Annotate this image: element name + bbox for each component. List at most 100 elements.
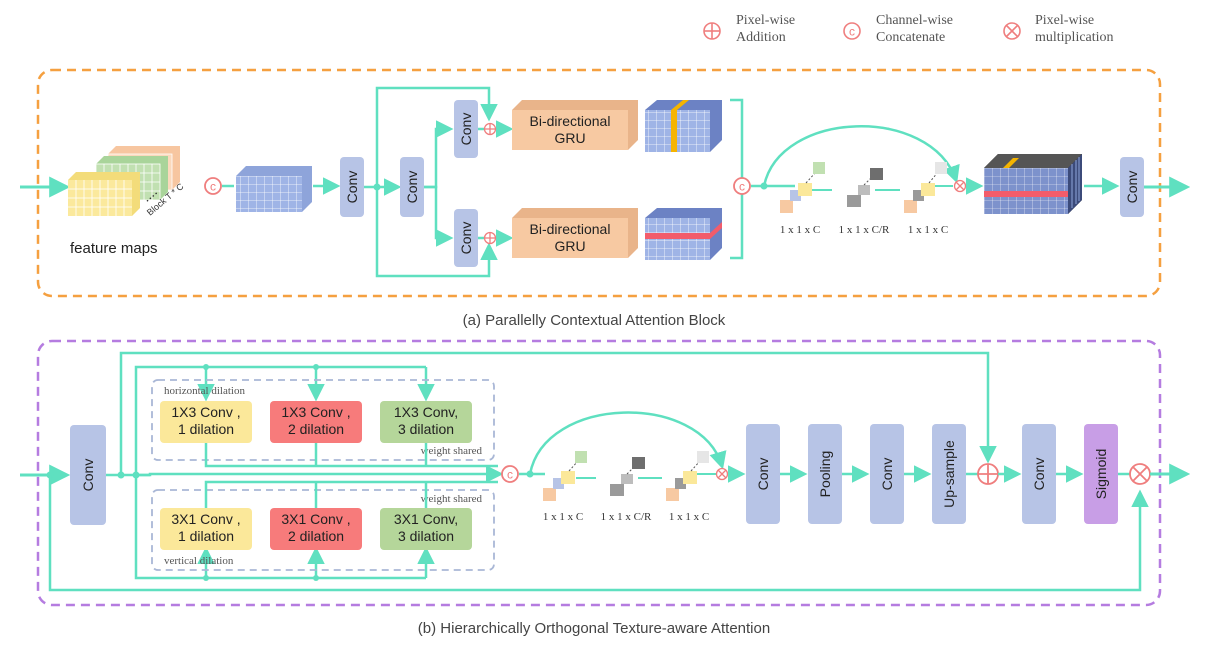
conv-a5 bbox=[1120, 157, 1144, 217]
weight-shared-top: weight shared bbox=[421, 445, 483, 457]
gru-bottom-label-line: GRU bbox=[554, 238, 585, 254]
sigmoid-label: Sigmoid bbox=[1093, 449, 1109, 500]
attention-output-tensor bbox=[984, 154, 1082, 214]
panel-a-caption: (a) Parallelly Contextual Attention Bloc… bbox=[463, 312, 726, 329]
se-b-dim-3: 1 x 1 x C bbox=[669, 511, 709, 523]
conv-a5-label: Conv bbox=[1124, 171, 1140, 204]
pooling-label: Pooling bbox=[817, 451, 833, 498]
concat-symbol-b: c bbox=[501, 465, 519, 483]
multiplication-symbol-b2 bbox=[1129, 463, 1151, 485]
legend-concatenate-label-line: Concatenate bbox=[876, 30, 945, 45]
conv-1x3-d1-label-line: 1X3 Conv , bbox=[171, 404, 240, 420]
concat-symbol-a2: c bbox=[733, 177, 751, 195]
conv-1x3-d3-label: 1X3 Conv,3 dilation bbox=[394, 404, 458, 437]
gru-bottom-label-line: Bi-directional bbox=[530, 221, 611, 237]
conv-3x1-d2-label-line: 3X1 Conv , bbox=[281, 511, 350, 527]
conv-1x3-d2-label-line: 1X3 Conv , bbox=[281, 404, 350, 420]
vertical-dilation-group bbox=[151, 489, 495, 571]
upsample-label: Up-sample bbox=[941, 440, 957, 508]
panel-b-caption: (b) Hierarchically Orthogonal Texture-aw… bbox=[418, 620, 770, 637]
conv-1x3-d3-label-line: 1X3 Conv, bbox=[394, 404, 458, 420]
gru-top-output-tensor bbox=[645, 100, 722, 152]
conv-a4 bbox=[454, 209, 478, 267]
conv-b3 bbox=[870, 424, 904, 524]
conv-a1-label: Conv bbox=[344, 171, 360, 204]
legend-concatenate-label-line: Channel-wise bbox=[876, 13, 953, 28]
upsample-block bbox=[932, 424, 966, 524]
conv-a2 bbox=[400, 157, 424, 217]
conv-1x3-d3-label-line: 3 dilation bbox=[398, 421, 454, 437]
concat-symbol-a2-letter: c bbox=[739, 180, 745, 194]
concat-symbol-letter: c bbox=[849, 25, 855, 39]
concatenate-symbol-icon: c bbox=[843, 22, 861, 40]
sigmoid-block bbox=[1084, 424, 1118, 524]
conv-3x1-d2-label: 3X1 Conv ,2 dilation bbox=[281, 511, 350, 544]
conv-b1 bbox=[70, 425, 106, 525]
conv-3x1-d3 bbox=[380, 508, 472, 550]
conv-1x3-d1 bbox=[160, 401, 252, 443]
conv-3x1-d1-label-line: 1 dilation bbox=[178, 528, 234, 544]
se-block-a bbox=[780, 162, 953, 213]
conv-a3 bbox=[454, 100, 478, 158]
vertical-dilation-label: vertical dilation bbox=[164, 555, 234, 567]
gru-top-label-line: GRU bbox=[554, 130, 585, 146]
conv-1x3-d1-label: 1X3 Conv ,1 dilation bbox=[171, 404, 240, 437]
conv-b4-label: Conv bbox=[1031, 458, 1047, 491]
se-block-b bbox=[543, 451, 716, 501]
weight-shared-bottom: weight shared bbox=[421, 493, 483, 505]
addition-symbol-a1 bbox=[478, 120, 514, 138]
feature-maps-stack bbox=[68, 146, 180, 216]
multiplication-symbol-b1 bbox=[715, 467, 729, 481]
horizontal-dilation-group bbox=[151, 379, 495, 461]
legend-multiplication-label-line: Pixel-wise bbox=[1035, 13, 1094, 28]
conv-3x1-d3-label: 3X1 Conv,3 dilation bbox=[394, 511, 458, 544]
conv-1x3-d1-label-line: 1 dilation bbox=[178, 421, 234, 437]
conv-3x1-d1-label: 3X1 Conv ,1 dilation bbox=[171, 511, 240, 544]
panel-b: Conv horizontal dilation weight shared w… bbox=[20, 339, 1191, 637]
conv-a3-label: Conv bbox=[458, 113, 474, 146]
conv-3x1-d1 bbox=[160, 508, 252, 550]
panel-a: • • • • Block T * C feature maps c Conv … bbox=[20, 68, 1191, 329]
conv-b1-label: Conv bbox=[80, 459, 96, 492]
addition-symbol-icon bbox=[703, 22, 721, 40]
gru-bottom-output-tensor bbox=[645, 208, 722, 260]
se-a-dim-1: 1 x 1 x C bbox=[780, 224, 820, 236]
concat-symbol-b-letter: c bbox=[507, 468, 513, 482]
concat-symbol-a1-letter: c bbox=[210, 180, 216, 194]
legend-multiplication-label: Pixel-wise multiplication bbox=[1035, 13, 1114, 45]
se-a-dim-3: 1 x 1 x C bbox=[908, 224, 948, 236]
multiplication-symbol-icon bbox=[1003, 22, 1021, 40]
concat-tensor bbox=[236, 166, 312, 212]
se-a-dim-2: 1 x 1 x C/R bbox=[839, 224, 890, 236]
conv-b4 bbox=[1022, 424, 1056, 524]
conv-1x3-d2 bbox=[270, 401, 362, 443]
conv-3x1-d1-label-line: 3X1 Conv , bbox=[171, 511, 240, 527]
addition-symbol-b bbox=[977, 463, 999, 485]
conv-b3-label: Conv bbox=[879, 458, 895, 491]
conv-a4-label: Conv bbox=[458, 222, 474, 255]
conv-1x3-d2-label: 1X3 Conv ,2 dilation bbox=[281, 404, 350, 437]
legend-addition-label-line: Pixel-wise bbox=[736, 13, 795, 28]
conv-3x1-d3-label-line: 3 dilation bbox=[398, 528, 454, 544]
feature-maps-label: feature maps bbox=[70, 240, 158, 257]
se-b-dim-2: 1 x 1 x C/R bbox=[601, 511, 652, 523]
pooling-block bbox=[808, 424, 842, 524]
addition-symbol-a2 bbox=[478, 229, 514, 247]
conv-b2-label: Conv bbox=[755, 458, 771, 491]
concat-symbol-a1: c bbox=[204, 177, 222, 195]
conv-1x3-d2-label-line: 2 dilation bbox=[288, 421, 344, 437]
conv-a1 bbox=[340, 157, 364, 217]
conv-3x1-d2 bbox=[270, 508, 362, 550]
horizontal-dilation-label: horizontal dilation bbox=[164, 385, 245, 397]
legend-addition-label-line: Addition bbox=[736, 30, 786, 45]
conv-3x1-d2-label-line: 2 dilation bbox=[288, 528, 344, 544]
legend-multiplication-label-line: multiplication bbox=[1035, 30, 1114, 45]
